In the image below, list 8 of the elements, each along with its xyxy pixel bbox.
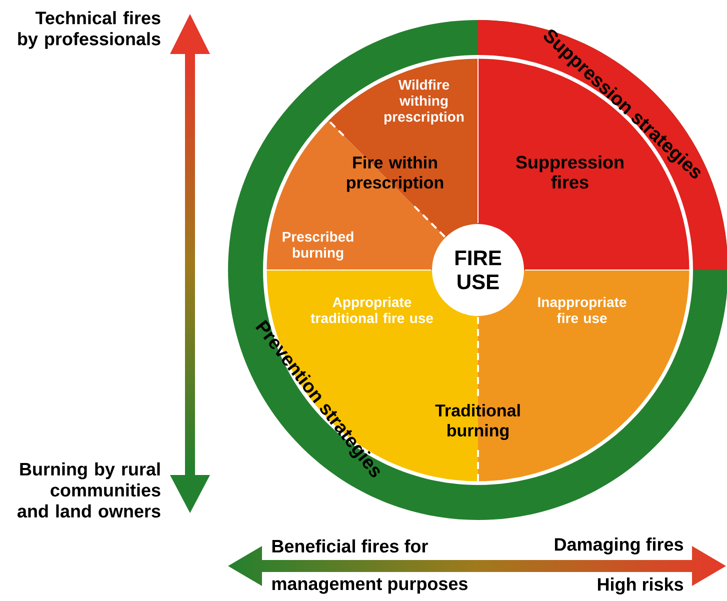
- axis-label: Beneficial fires for: [272, 539, 428, 553]
- axis-label: management purposes: [272, 578, 468, 594]
- axis-label: High risks: [598, 578, 684, 594]
- section-label: Fire within prescription: [347, 156, 444, 192]
- axis-label: Damaging fires: [554, 538, 684, 554]
- axis-label: Burning by rural communities and land owners: [18, 462, 160, 518]
- section-label: Traditional burning: [435, 404, 520, 440]
- axis-label: Technical fires by professionals: [18, 11, 160, 49]
